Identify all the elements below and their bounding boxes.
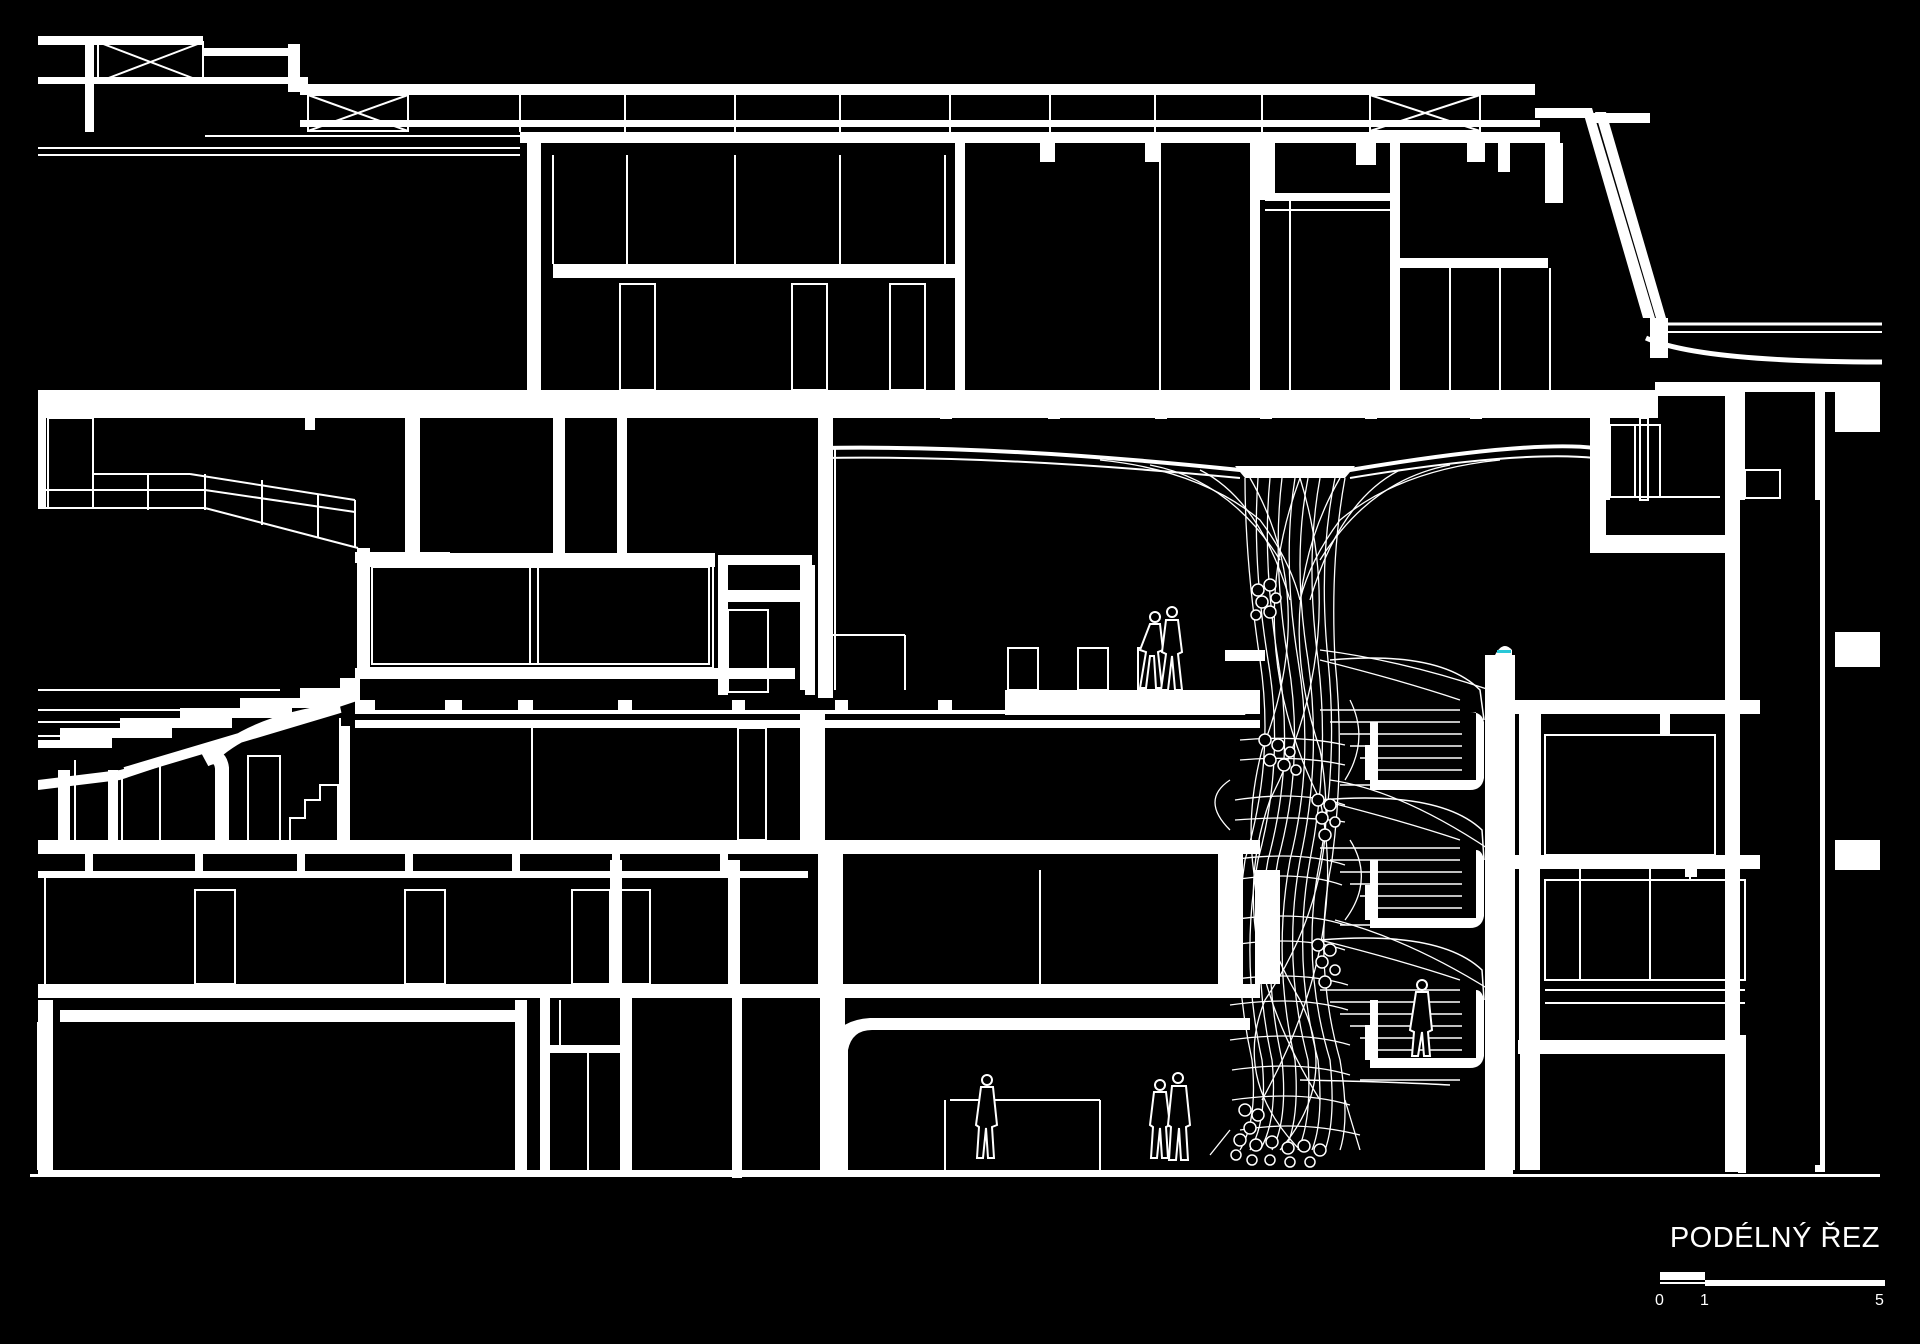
person-figure xyxy=(1138,611,1165,689)
drawing-title: PODÉLNÝ ŘEZ xyxy=(1669,1222,1880,1254)
spiral-stair-landings xyxy=(1299,657,1485,1086)
right-stair-core xyxy=(1495,646,1746,1173)
human-figures xyxy=(974,606,1434,1161)
left-tiered-seating xyxy=(38,678,360,842)
scale-label-1: 1 xyxy=(1700,1292,1709,1309)
scale-bar xyxy=(1660,1272,1885,1286)
left-railing-upper xyxy=(38,417,359,549)
sculptural-column xyxy=(821,444,1596,1168)
roof-structure xyxy=(38,36,1883,365)
person-figure xyxy=(1166,1072,1192,1161)
scale-label-0: 0 xyxy=(1655,1292,1664,1309)
middle-rooms xyxy=(37,727,1101,1170)
middle-walls xyxy=(610,860,1280,1170)
person-figure xyxy=(1408,979,1434,1057)
slab-ribs xyxy=(375,700,1257,1012)
top-floor xyxy=(527,132,1563,391)
person-figure xyxy=(974,1074,999,1159)
roof-truss-bracing xyxy=(97,41,1481,132)
scale-label-5: 5 xyxy=(1875,1292,1884,1309)
person-figure xyxy=(1159,606,1184,691)
